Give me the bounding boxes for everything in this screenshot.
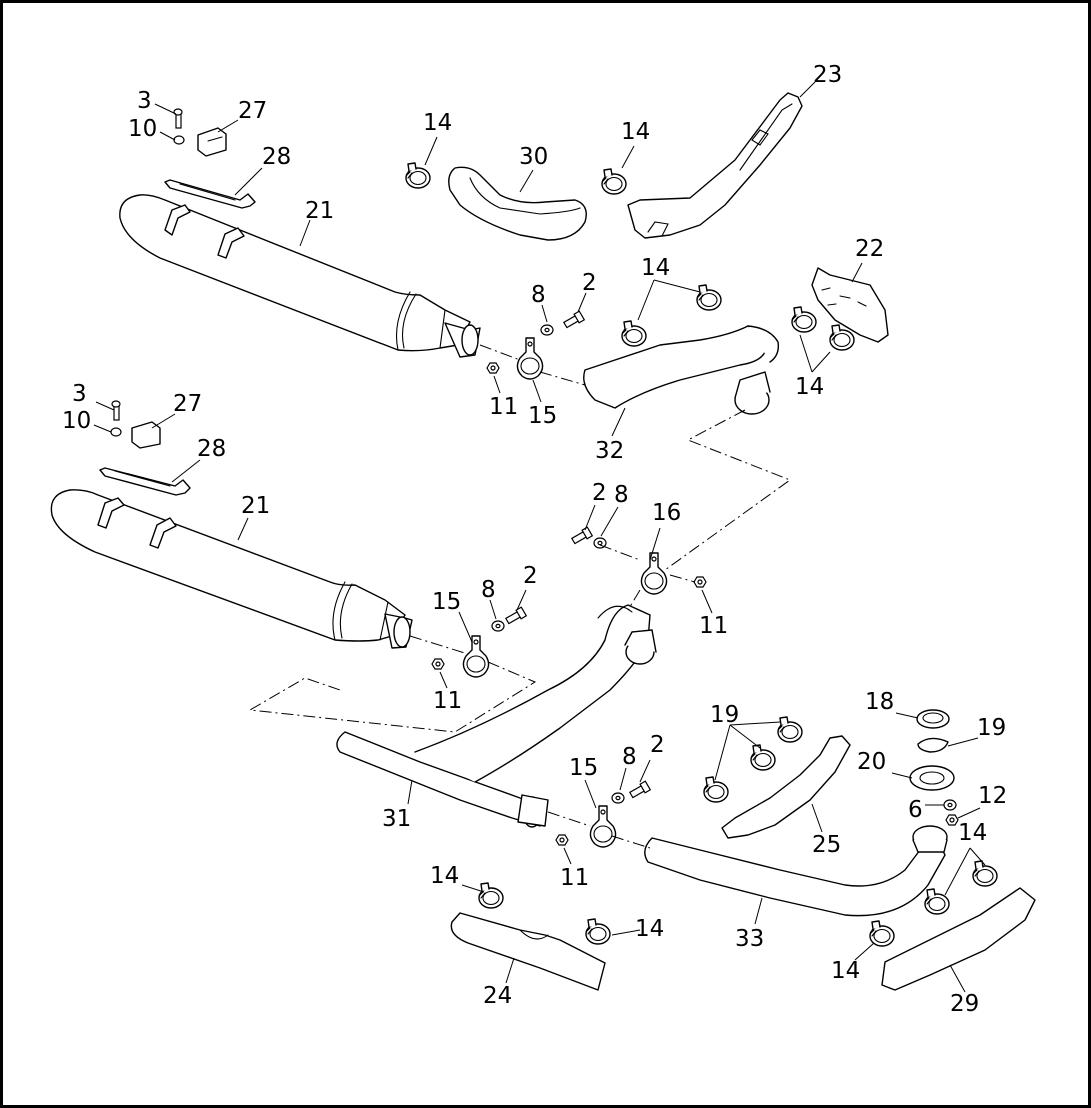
callout-19: 19 [710, 702, 739, 728]
callout-28: 28 [197, 436, 226, 462]
callout-2: 2 [592, 480, 607, 506]
callout-14: 14 [795, 374, 824, 400]
callout-21: 21 [305, 198, 334, 224]
callout-15: 15 [528, 403, 557, 429]
heat-shield-25 [721, 735, 851, 839]
lower-heat-shield-bracket [99, 400, 191, 496]
phantom-lines [248, 344, 792, 849]
callout-28: 28 [262, 144, 291, 170]
heat-shield-24 [450, 912, 606, 991]
callout-14: 14 [958, 820, 987, 846]
callout-23: 23 [813, 62, 842, 88]
callout-31: 31 [382, 806, 411, 832]
callout-8: 8 [481, 577, 496, 603]
heat-shield-29 [881, 887, 1036, 991]
callout-33: 33 [735, 926, 764, 952]
callout-8: 8 [622, 744, 637, 770]
callout-15: 15 [432, 589, 461, 615]
callout-21: 21 [241, 493, 270, 519]
callout-32: 32 [595, 438, 624, 464]
heat-shield-30 [448, 166, 587, 241]
callout-12: 12 [978, 783, 1007, 809]
callout-14: 14 [430, 863, 459, 889]
callout-11: 11 [699, 613, 728, 639]
callout-8: 8 [614, 482, 629, 508]
callout-14: 14 [621, 119, 650, 145]
callout-8: 8 [531, 282, 546, 308]
crossover-pipe-33 [644, 825, 948, 917]
callout-14: 14 [641, 255, 670, 281]
callout-labels: 3 10 27 28 21 14 30 14 23 22 14 14 8 2 1… [62, 62, 1007, 1017]
upper-muffler [119, 194, 481, 358]
callout-24: 24 [483, 983, 512, 1009]
callout-14: 14 [635, 916, 664, 942]
callout-2: 2 [650, 732, 665, 758]
callout-18: 18 [865, 689, 894, 715]
lower-muffler [50, 489, 413, 649]
callout-14: 14 [423, 110, 452, 136]
callout-3: 3 [137, 88, 152, 114]
callout-25: 25 [812, 832, 841, 858]
callout-2: 2 [523, 563, 538, 589]
callout-10: 10 [128, 116, 157, 142]
callout-20: 20 [857, 749, 886, 775]
gaskets-group [909, 709, 959, 826]
leader-lines [93, 81, 986, 993]
callout-11: 11 [433, 688, 462, 714]
callout-11: 11 [489, 394, 518, 420]
callout-27: 27 [173, 391, 202, 417]
callout-27: 27 [238, 98, 267, 124]
head-pipe-32 [583, 325, 780, 415]
callout-22: 22 [855, 236, 884, 262]
callout-11: 11 [560, 865, 589, 891]
callout-29: 29 [950, 991, 979, 1017]
heat-shield-22 [811, 267, 889, 343]
callout-14: 14 [831, 958, 860, 984]
hose-clamps [405, 162, 998, 947]
callout-2: 2 [582, 270, 597, 296]
heat-shield-23 [627, 92, 803, 239]
callout-6: 6 [908, 797, 923, 823]
callout-15: 15 [569, 755, 598, 781]
callout-30: 30 [519, 144, 548, 170]
callout-16: 16 [652, 500, 681, 526]
callout-19: 19 [977, 715, 1006, 741]
head-pipe-31 [336, 604, 657, 828]
upper-heat-shield-bracket [164, 108, 256, 209]
callout-3: 3 [72, 381, 87, 407]
callout-10: 10 [62, 408, 91, 434]
